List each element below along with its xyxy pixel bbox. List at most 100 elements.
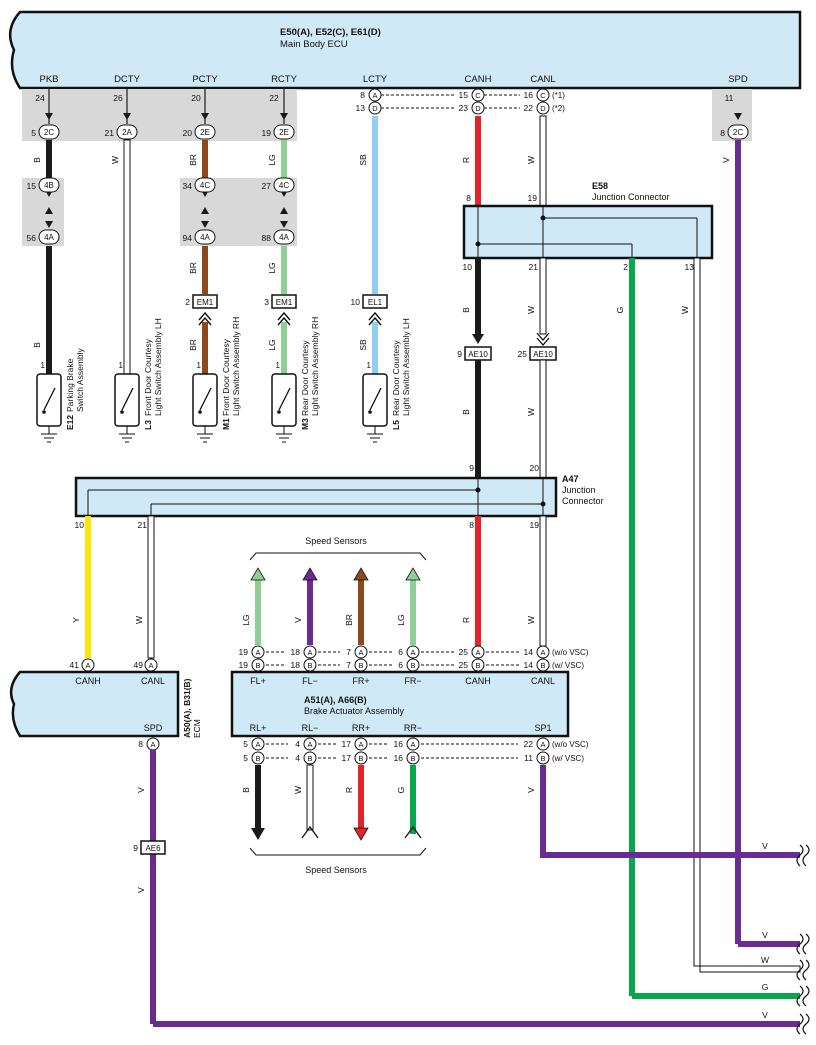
svg-text:A: A xyxy=(410,740,415,749)
svg-text:4: 4 xyxy=(295,753,300,763)
svg-text:56: 56 xyxy=(27,233,37,243)
ecu-pin-dcty: DCTY xyxy=(114,74,141,85)
switch-e12: 1 xyxy=(36,361,62,443)
e58-pin-out-canl: 21 xyxy=(529,262,539,272)
act-name: Brake Actuator Assembly xyxy=(304,706,405,716)
svg-text:11: 11 xyxy=(524,753,533,763)
svg-text:B: B xyxy=(358,754,363,763)
svg-text:G: G xyxy=(396,787,406,794)
svg-text:7: 7 xyxy=(346,647,351,657)
ecu-output-arrows xyxy=(45,113,742,120)
svg-text:41: 41 xyxy=(70,660,80,670)
switch-l3: 1 xyxy=(114,361,140,443)
sensor-rl-plus: B xyxy=(241,765,265,840)
ecu-pin-spd: SPD xyxy=(728,74,748,85)
wire-label-ecm-canl: W xyxy=(134,616,144,624)
svg-text:25: 25 xyxy=(459,647,469,657)
svg-text:5: 5 xyxy=(243,739,248,749)
svg-text:8: 8 xyxy=(720,128,725,138)
a47-pin-w: 21 xyxy=(138,520,148,530)
sensor-fl-plus: LG xyxy=(241,567,266,645)
a47-pin-canl-top: 20 xyxy=(530,463,540,473)
svg-text:19: 19 xyxy=(262,128,272,138)
svg-text:22: 22 xyxy=(524,739,534,749)
pin-pcty-num: 20 xyxy=(191,93,201,103)
canl-wire-to-a47 xyxy=(539,359,547,479)
svg-text:15: 15 xyxy=(459,90,469,100)
e58-pin-in-canl: 19 xyxy=(528,193,538,203)
svg-text:(w/o VSC): (w/o VSC) xyxy=(552,648,589,657)
svg-text:4A: 4A xyxy=(44,233,54,242)
svg-text:V: V xyxy=(293,617,303,623)
switch-label-l5: L5 Rear Door Courtesy Light Switch Assem… xyxy=(391,318,411,430)
conn-em1-b: 3 EM1 xyxy=(264,294,297,326)
wire-label-canh-a47: B xyxy=(461,409,471,415)
svg-text:22: 22 xyxy=(524,103,534,113)
svg-text:A50(A), B31(B): A50(A), B31(B) xyxy=(182,678,192,738)
svg-text:AE10: AE10 xyxy=(468,350,488,359)
e58-pin-out-canh: 10 xyxy=(463,262,473,272)
e58-pin-in-canh: 8 xyxy=(466,193,471,203)
svg-text:A: A xyxy=(358,648,363,657)
svg-text:49: 49 xyxy=(134,660,144,670)
svg-text:Light Switch Assembly LH: Light Switch Assembly LH xyxy=(153,318,163,416)
main-ecu-box xyxy=(8,10,802,90)
svg-text:L5: L5 xyxy=(391,420,401,430)
switch-l5: 1 xyxy=(362,361,388,443)
sensor-rl-minus: W xyxy=(293,764,319,839)
svg-text:A: A xyxy=(410,648,415,657)
wire-label-canh-mid: B xyxy=(461,307,471,313)
wire-label-canh-top: R xyxy=(461,157,471,163)
speed-sensors-bottom: Speed Sensors xyxy=(305,865,367,875)
a47-name-2: Connector xyxy=(562,496,604,506)
svg-text:AE10: AE10 xyxy=(533,350,553,359)
ecm-top-pins: 41 A 49 A xyxy=(70,658,158,672)
svg-text:A: A xyxy=(307,648,312,657)
svg-text:1: 1 xyxy=(197,361,202,370)
a47-node-canl xyxy=(540,501,546,507)
e58-pin-w: 13 xyxy=(685,262,695,272)
act-title: A51(A), A66(B) xyxy=(304,695,367,705)
svg-text:20: 20 xyxy=(183,128,193,138)
conn-rcty-2e: 19 2E xyxy=(262,124,295,140)
edge-label-1: V xyxy=(762,841,768,851)
svg-text:1: 1 xyxy=(367,361,372,370)
wire-label-lcty: SB xyxy=(358,154,368,166)
a47-pin-canh-bot: 8 xyxy=(469,520,474,530)
svg-text:D: D xyxy=(540,104,546,113)
wire-label-ecm-spd: V xyxy=(136,787,146,793)
svg-text:A: A xyxy=(540,740,545,749)
svg-text:15: 15 xyxy=(27,181,37,191)
svg-text:16: 16 xyxy=(394,753,404,763)
svg-text:ECM: ECM xyxy=(192,719,202,738)
a47-node-canh xyxy=(475,487,481,493)
conn-pcty-4a: 94 4A xyxy=(183,229,216,245)
sensor-rr-plus: R xyxy=(344,765,369,841)
svg-text:Rear Door Courtesy: Rear Door Courtesy xyxy=(391,340,401,416)
svg-text:C: C xyxy=(475,91,481,100)
svg-text:1: 1 xyxy=(276,361,281,370)
speed-sensors-top: Speed Sensors xyxy=(305,536,367,546)
canl-connectors: 16 C 22 D (*1) (*2) xyxy=(524,88,565,115)
wire-label-pkb-low: B xyxy=(32,342,42,348)
svg-text:LG: LG xyxy=(241,614,251,625)
svg-text:B: B xyxy=(255,661,260,670)
conn-dcty-2a: 21 2A xyxy=(105,124,138,140)
switch-label-e12: E12 Parking Brake Switch Assembly xyxy=(65,347,85,430)
conn-pcty-4c: 34 4C xyxy=(183,177,216,193)
wire-label-ecm-canh: Y xyxy=(71,617,81,623)
svg-text:(w/ VSC): (w/ VSC) xyxy=(552,661,584,670)
svg-text:B: B xyxy=(307,754,312,763)
svg-text:6: 6 xyxy=(398,660,403,670)
svg-text:Switch Assembly: Switch Assembly xyxy=(75,347,85,412)
shade-top-left xyxy=(22,89,297,141)
svg-text:14: 14 xyxy=(524,647,534,657)
canl-out-arrow xyxy=(536,332,550,346)
svg-text:A: A xyxy=(540,648,545,657)
e58-pin-g: 2 xyxy=(623,262,628,272)
svg-text:Rear Door Courtesy: Rear Door Courtesy xyxy=(300,340,310,416)
wire-label-canl-a47: W xyxy=(526,408,536,416)
svg-text:B: B xyxy=(255,754,260,763)
svg-text:5: 5 xyxy=(243,753,248,763)
